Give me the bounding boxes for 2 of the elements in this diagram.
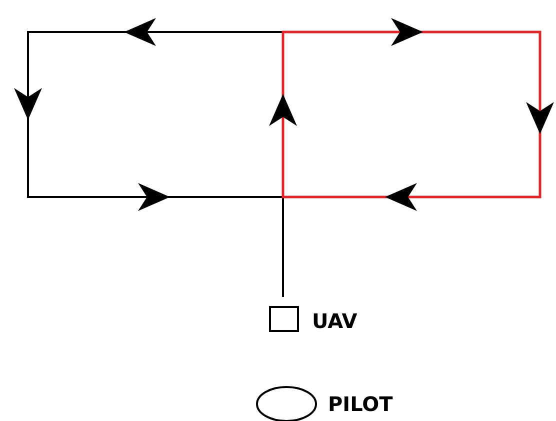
legend-label: PILOT xyxy=(328,393,393,415)
legend-label: UAV xyxy=(312,310,358,332)
